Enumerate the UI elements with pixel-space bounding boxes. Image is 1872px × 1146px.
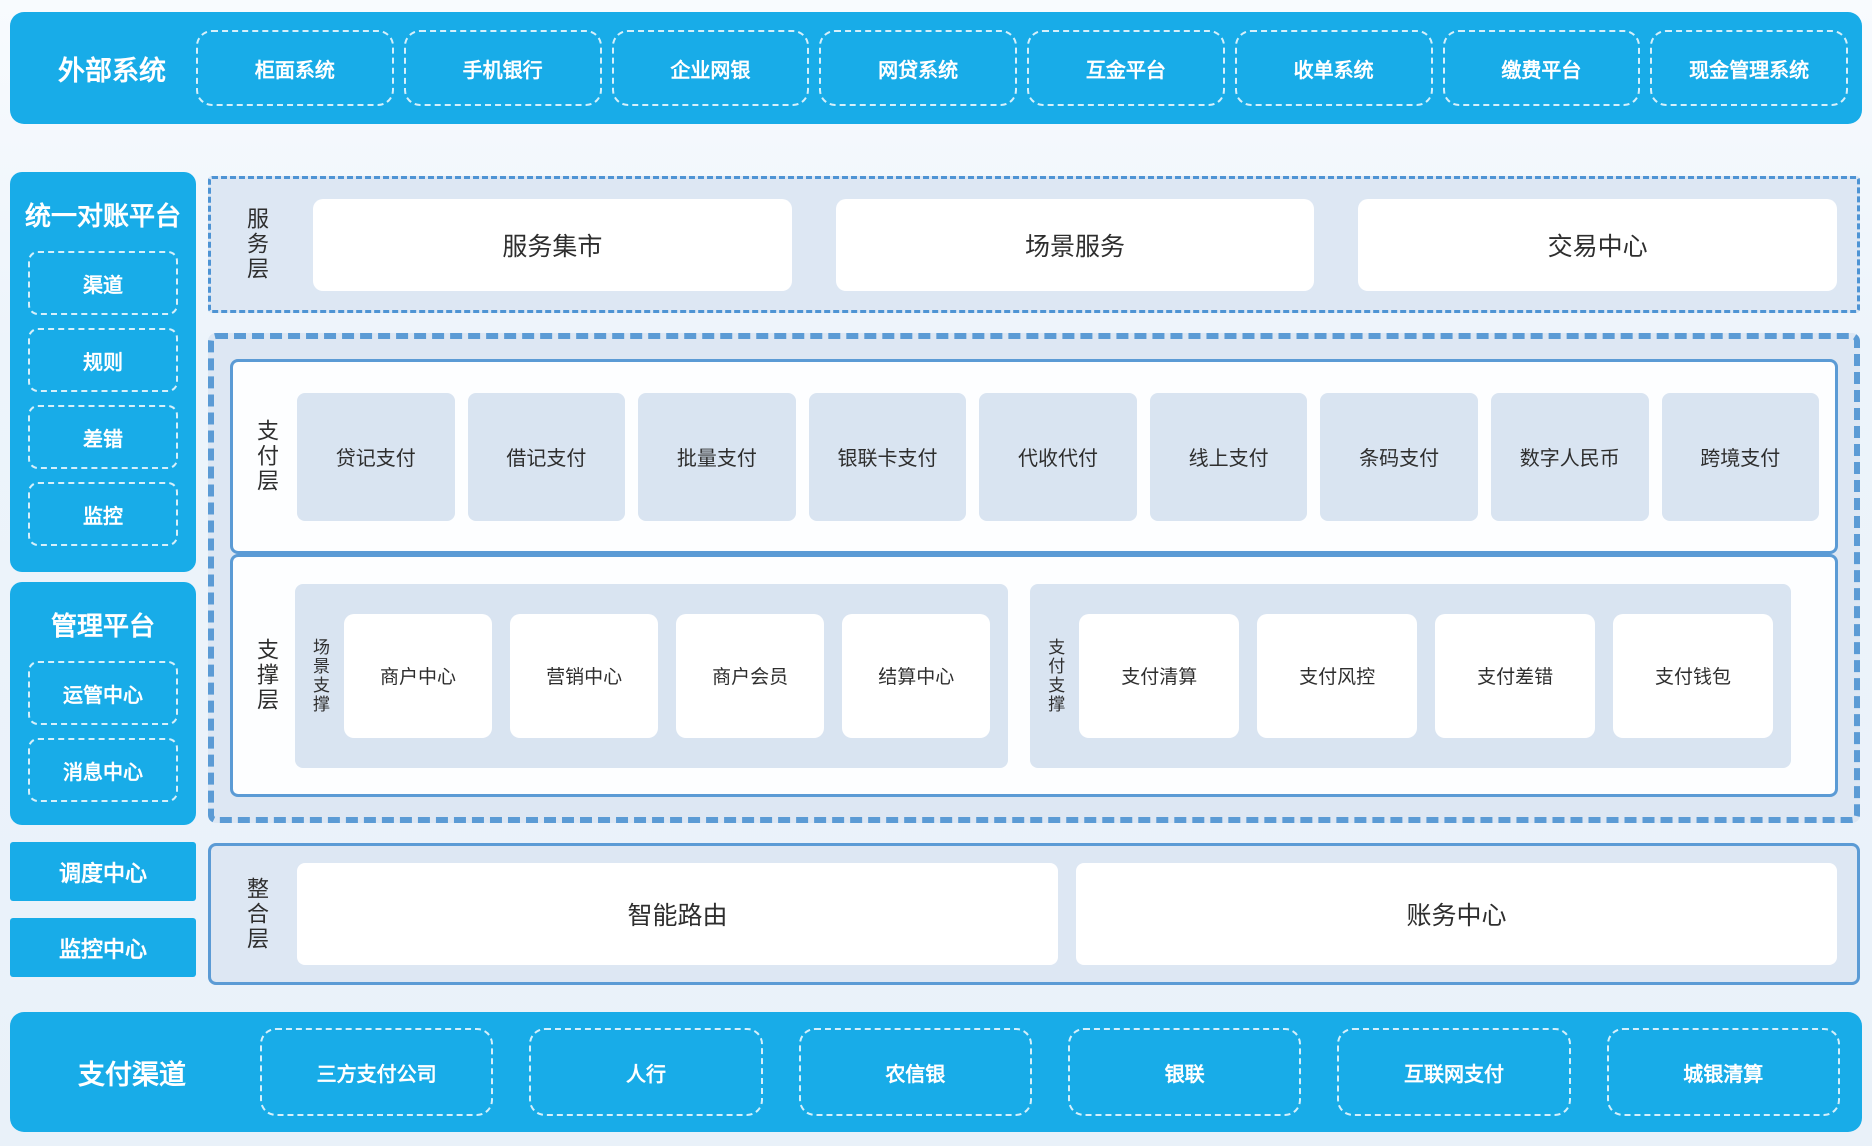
- management-item: 运管中心: [28, 661, 178, 725]
- payment-item: 借记支付: [468, 393, 626, 521]
- payment-channels-title: 支付渠道: [52, 1053, 212, 1092]
- integration-layer-label: 整合层: [245, 877, 267, 952]
- integration-item: 智能路由: [297, 863, 1058, 965]
- service-item: 场景服务: [836, 199, 1315, 291]
- service-layer-label: 服务层: [245, 207, 267, 282]
- payment-layer-label: 支付层: [255, 419, 277, 494]
- payment-item: 代收代付: [979, 393, 1137, 521]
- management-item: 消息中心: [28, 738, 178, 802]
- scene-support-item: 商户会员: [676, 614, 824, 738]
- support-layer-groups: 场景支撑 商户中心营销中心商户会员结算中心 支付支撑 支付清算支付风控支付差错支…: [295, 584, 1791, 768]
- reconciliation-item: 渠道: [28, 251, 178, 315]
- payment-support-item: 支付清算: [1079, 614, 1239, 738]
- payment-support-group: 支付支撑 支付清算支付风控支付差错支付钱包: [1030, 584, 1791, 768]
- dispatch-center-block: 调度中心: [10, 842, 196, 901]
- payment-channels-banner: 支付渠道 三方支付公司人行农信银银联互联网支付城银清算: [10, 1012, 1862, 1132]
- core-layers-wrapper: 支付层 贷记支付借记支付批量支付银联卡支付代收代付线上支付条码支付数字人民币跨境…: [208, 333, 1860, 823]
- reconciliation-item: 规则: [28, 328, 178, 392]
- payment-support-items: 支付清算支付风控支付差错支付钱包: [1079, 614, 1773, 738]
- external-system-item: 现金管理系统: [1650, 30, 1848, 106]
- external-system-item: 企业网银: [612, 30, 810, 106]
- external-systems-banner: 外部系统 柜面系统手机银行企业网银网贷系统互金平台收单系统缴费平台现金管理系统: [10, 12, 1862, 124]
- external-systems-title: 外部系统: [42, 49, 182, 88]
- scene-support-label: 场景支撑: [311, 638, 328, 714]
- integration-layer-panel: 整合层 智能路由账务中心: [208, 843, 1860, 985]
- payment-support-label: 支付支撑: [1046, 638, 1063, 714]
- payment-channel-item: 城银清算: [1607, 1028, 1840, 1116]
- external-system-item: 互金平台: [1027, 30, 1225, 106]
- payment-layer-panel: 支付层 贷记支付借记支付批量支付银联卡支付代收代付线上支付条码支付数字人民币跨境…: [230, 359, 1838, 554]
- reconciliation-platform-panel: 统一对账平台 渠道规则差错监控: [10, 172, 196, 572]
- integration-item: 账务中心: [1076, 863, 1837, 965]
- payment-channels-items: 三方支付公司人行农信银银联互联网支付城银清算: [260, 1028, 1840, 1116]
- reconciliation-items: 渠道规则差错监控: [28, 251, 178, 559]
- payment-layer-items: 贷记支付借记支付批量支付银联卡支付代收代付线上支付条码支付数字人民币跨境支付: [297, 393, 1819, 521]
- payment-support-item: 支付钱包: [1613, 614, 1773, 738]
- payment-item: 贷记支付: [297, 393, 455, 521]
- service-layer-items: 服务集市场景服务交易中心: [313, 199, 1837, 291]
- scene-support-item: 结算中心: [842, 614, 990, 738]
- payment-channel-item: 三方支付公司: [260, 1028, 493, 1116]
- management-platform-title: 管理平台: [51, 606, 155, 643]
- payment-item: 银联卡支付: [809, 393, 967, 521]
- payment-channel-item: 互联网支付: [1337, 1028, 1570, 1116]
- management-platform-panel: 管理平台 运管中心消息中心: [10, 582, 196, 825]
- external-system-item: 手机银行: [404, 30, 602, 106]
- external-system-item: 柜面系统: [196, 30, 394, 106]
- payment-item: 条码支付: [1320, 393, 1478, 521]
- scene-support-item: 商户中心: [344, 614, 492, 738]
- payment-item: 数字人民币: [1491, 393, 1649, 521]
- payment-item: 批量支付: [638, 393, 796, 521]
- scene-support-items: 商户中心营销中心商户会员结算中心: [344, 614, 990, 738]
- external-system-item: 收单系统: [1235, 30, 1433, 106]
- service-layer-panel: 服务层 服务集市场景服务交易中心: [208, 176, 1860, 313]
- monitor-center-block: 监控中心: [10, 918, 196, 977]
- integration-layer-items: 智能路由账务中心: [297, 863, 1837, 965]
- support-layer-label: 支撑层: [255, 638, 277, 713]
- payment-channel-item: 银联: [1068, 1028, 1301, 1116]
- payment-channel-item: 人行: [529, 1028, 762, 1116]
- service-item: 交易中心: [1358, 199, 1837, 291]
- support-layer-panel: 支撑层 场景支撑 商户中心营销中心商户会员结算中心 支付支撑 支付清算支付风控支…: [230, 554, 1838, 797]
- reconciliation-item: 差错: [28, 405, 178, 469]
- scene-support-item: 营销中心: [510, 614, 658, 738]
- payment-item: 线上支付: [1150, 393, 1308, 521]
- service-item: 服务集市: [313, 199, 792, 291]
- payment-channel-item: 农信银: [799, 1028, 1032, 1116]
- payment-item: 跨境支付: [1662, 393, 1820, 521]
- external-systems-items: 柜面系统手机银行企业网银网贷系统互金平台收单系统缴费平台现金管理系统: [196, 30, 1848, 106]
- external-system-item: 缴费平台: [1443, 30, 1641, 106]
- payment-support-item: 支付风控: [1257, 614, 1417, 738]
- reconciliation-platform-title: 统一对账平台: [25, 196, 181, 233]
- management-items: 运管中心消息中心: [28, 661, 178, 815]
- external-system-item: 网贷系统: [819, 30, 1017, 106]
- payment-support-item: 支付差错: [1435, 614, 1595, 738]
- reconciliation-item: 监控: [28, 482, 178, 546]
- scene-support-group: 场景支撑 商户中心营销中心商户会员结算中心: [295, 584, 1008, 768]
